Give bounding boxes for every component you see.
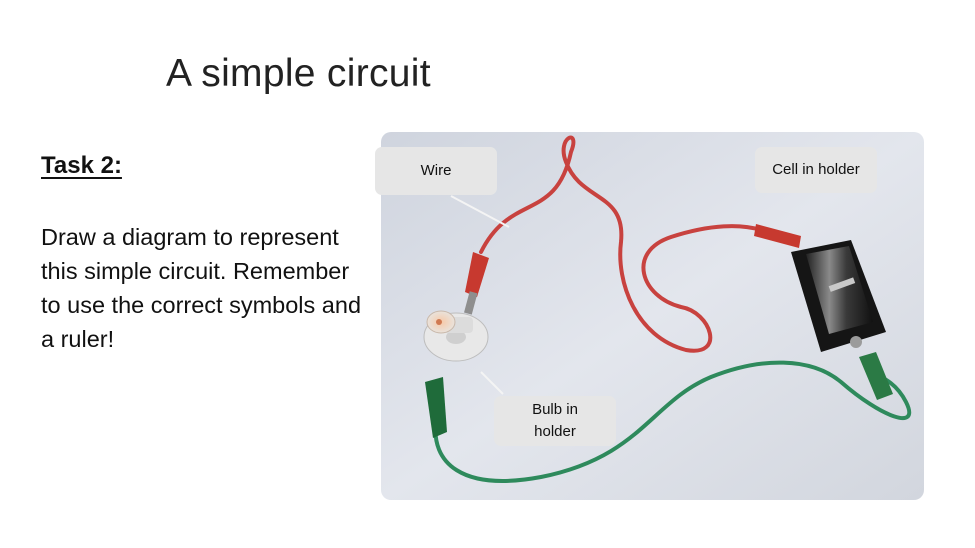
cell-in-holder xyxy=(791,240,886,352)
bulb-label: Bulb in holder xyxy=(494,396,616,446)
red-clip-metal xyxy=(464,291,478,315)
red-wire xyxy=(479,135,763,353)
task-heading: Task 2: xyxy=(41,152,122,179)
green-wire xyxy=(433,360,912,483)
slide-title: A simple circuit xyxy=(166,52,431,95)
green-clip-battery xyxy=(859,352,893,400)
task-instructions: Draw a diagram to represent this simple … xyxy=(41,224,362,352)
cell-label-text: Cell in holder xyxy=(772,161,860,178)
bulb-label-line1: Bulb in xyxy=(532,401,578,418)
green-clip xyxy=(425,377,447,438)
cell-label: Cell in holder xyxy=(755,147,877,193)
red-clip-battery xyxy=(754,224,801,248)
wire-label-text: Wire xyxy=(420,162,452,179)
bulb-in-holder xyxy=(423,310,489,362)
bulb-pointer xyxy=(480,371,504,395)
wire-label: Wire xyxy=(375,147,497,195)
red-clip xyxy=(465,252,489,297)
wire-pointer xyxy=(450,195,510,228)
bulb-label-line2: holder xyxy=(534,423,576,440)
